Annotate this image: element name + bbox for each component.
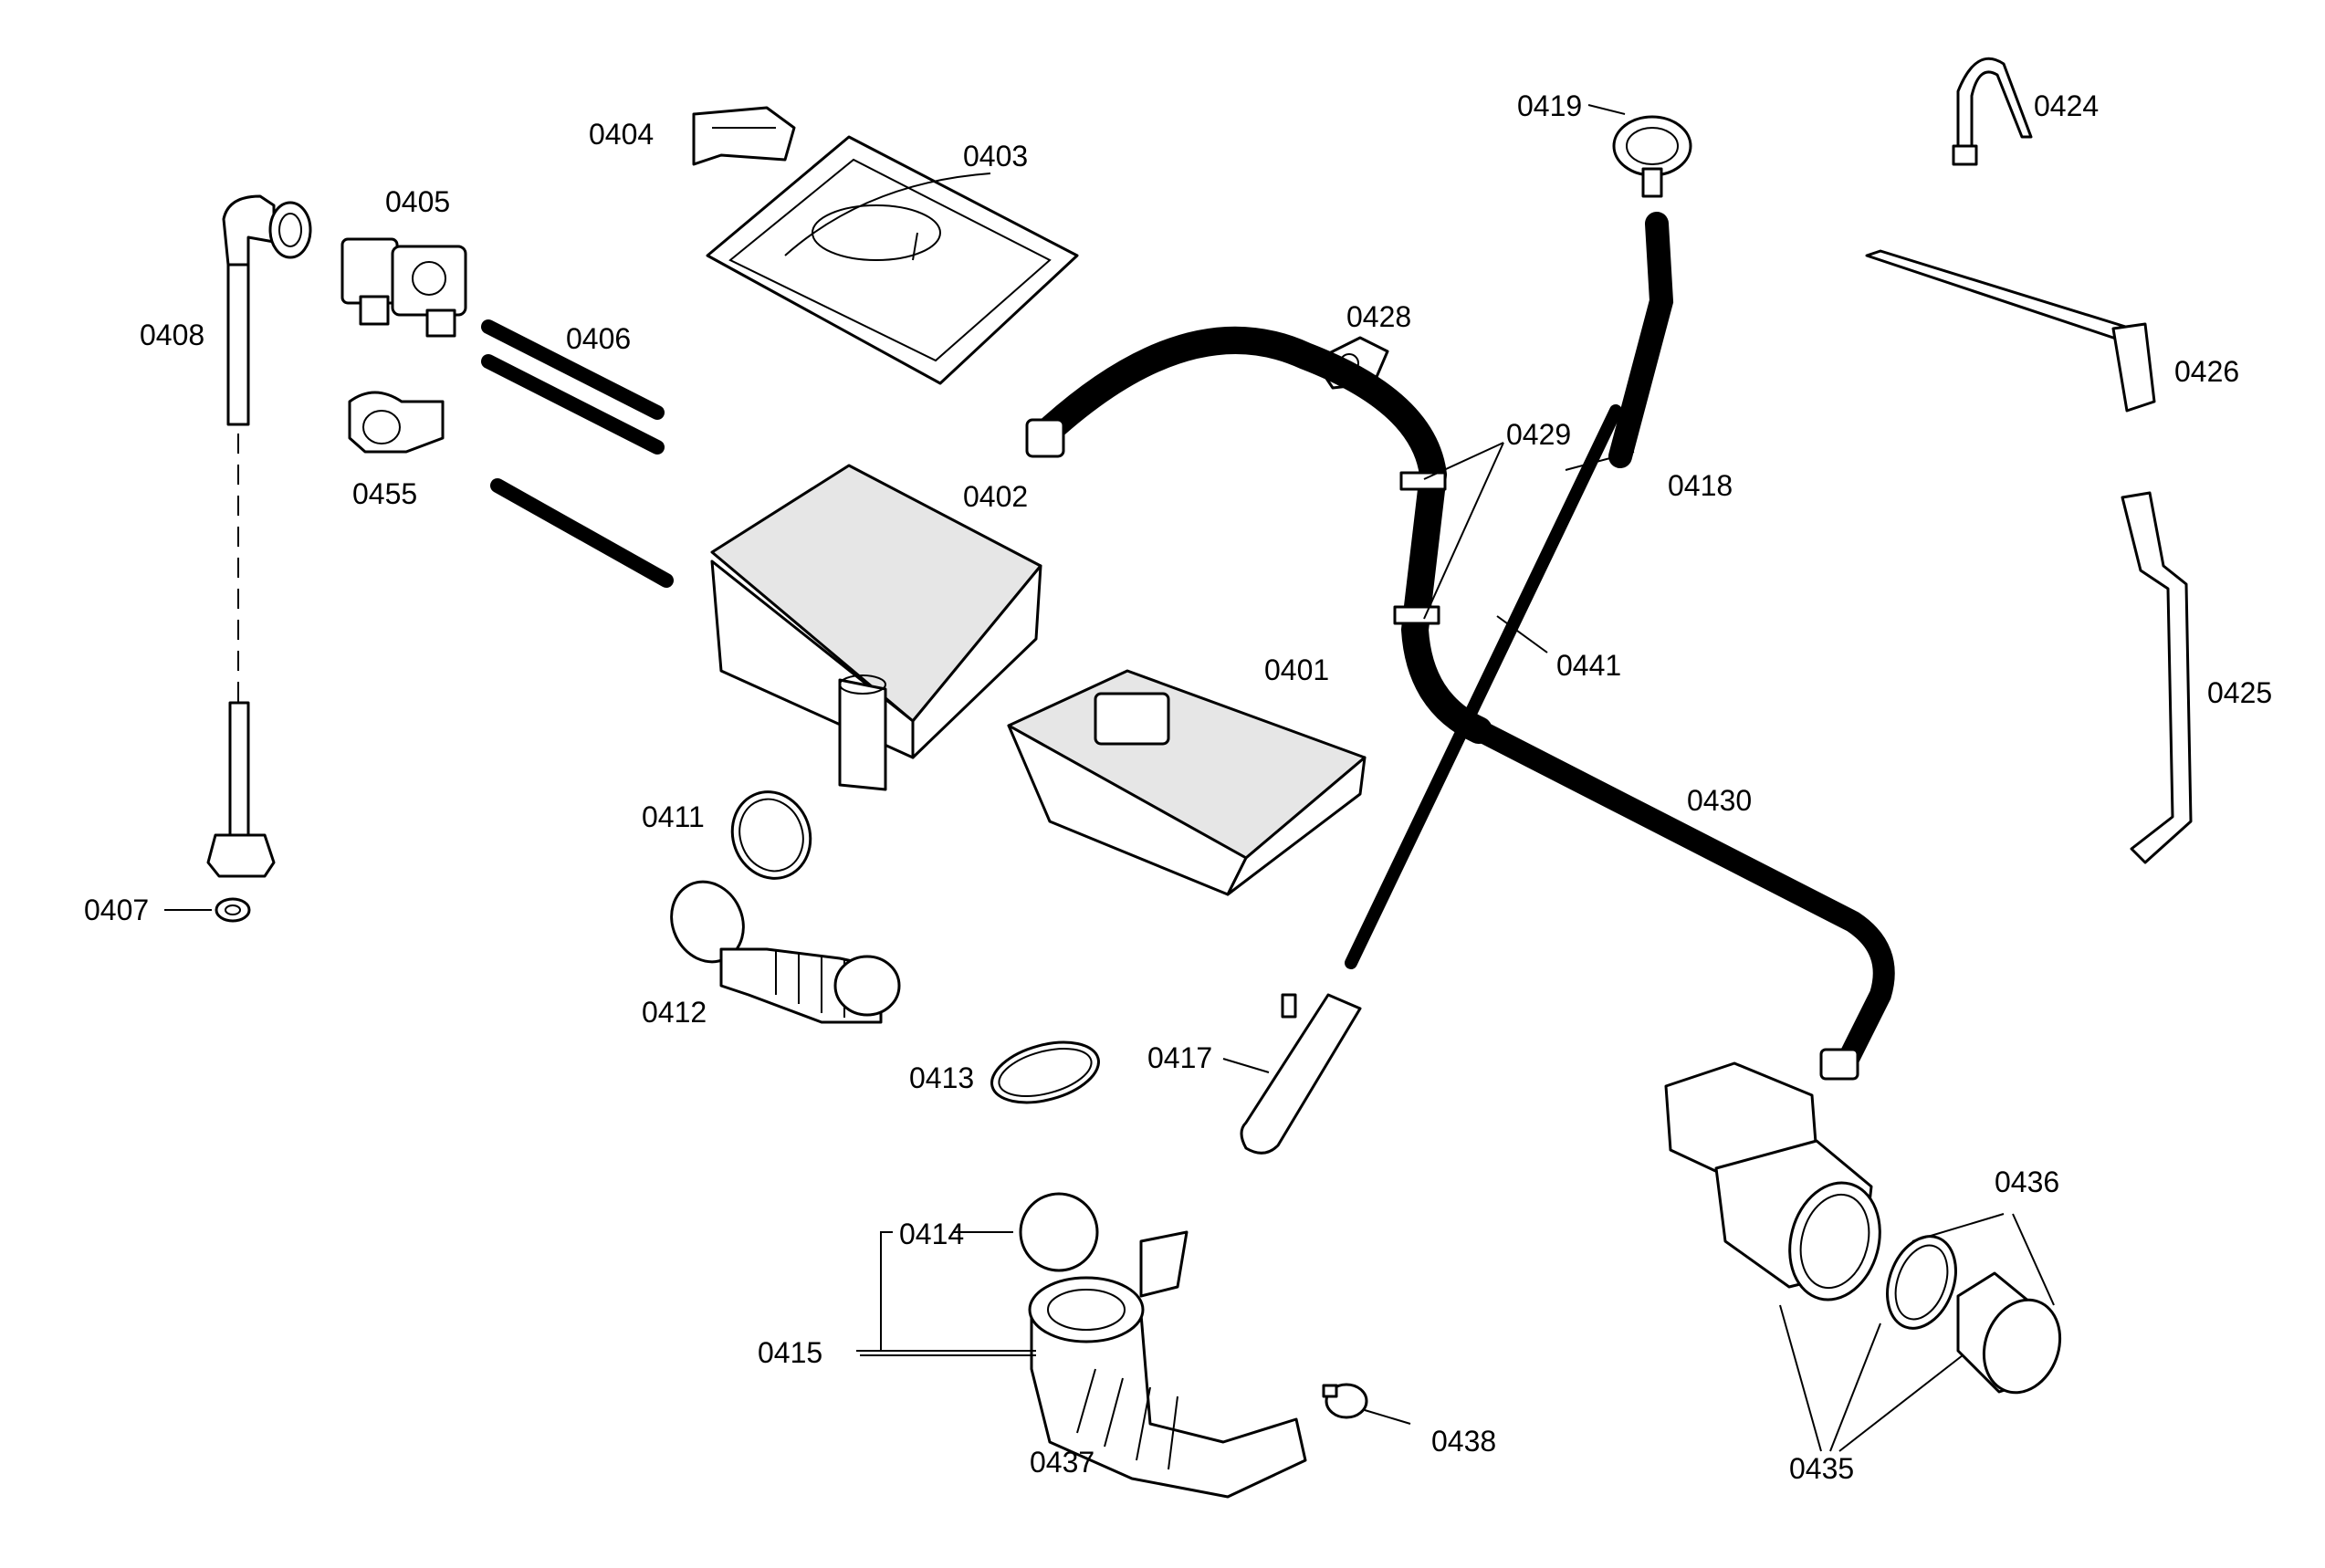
part-0414-ball[interactable] bbox=[1019, 1192, 1099, 1272]
label-0418: 0418 bbox=[1668, 469, 1733, 502]
part-0404-clip[interactable] bbox=[692, 106, 796, 166]
leader-lines bbox=[856, 104, 2055, 1452]
part-0408-hose-elbow[interactable] bbox=[222, 194, 312, 703]
part-0426-rail[interactable] bbox=[1865, 249, 2156, 413]
part-0401-detergent-drawer[interactable] bbox=[1007, 669, 1367, 896]
label-0429: 0429 bbox=[1506, 418, 1571, 451]
label-0413: 0413 bbox=[909, 1061, 974, 1094]
part-0425-rail[interactable] bbox=[2121, 491, 2193, 864]
label-0436: 0436 bbox=[1995, 1166, 2059, 1198]
part-0402-dispenser-housing[interactable] bbox=[710, 464, 1042, 791]
part-0403-top-cover[interactable] bbox=[706, 135, 1079, 385]
part-0441-pressure-tube[interactable] bbox=[1345, 404, 1622, 969]
part-0407-hose-connector[interactable] bbox=[206, 701, 276, 923]
part-0438-hose-clamp[interactable] bbox=[1322, 1383, 1368, 1419]
part-0413-seal-ring[interactable] bbox=[985, 1031, 1105, 1113]
label-0419: 0419 bbox=[1517, 89, 1582, 122]
label-0414: 0414 bbox=[899, 1218, 964, 1250]
part-0419-pressure-switch[interactable] bbox=[1612, 115, 1692, 198]
part-0424-bracket[interactable] bbox=[1952, 57, 2033, 166]
label-0405: 0405 bbox=[385, 185, 450, 218]
part-0418-hose[interactable] bbox=[1608, 212, 1674, 468]
label-0415: 0415 bbox=[758, 1336, 822, 1369]
part-labels: 0404 0403 0405 0408 0406 0455 0402 0401 … bbox=[84, 89, 2272, 1485]
part-0412-bellows[interactable] bbox=[659, 870, 901, 1024]
label-0407: 0407 bbox=[84, 894, 149, 926]
label-0411: 0411 bbox=[642, 800, 705, 833]
part-0411-seal-ring[interactable] bbox=[720, 781, 822, 890]
label-0417: 0417 bbox=[1147, 1041, 1212, 1074]
label-0455: 0455 bbox=[352, 477, 417, 510]
label-0438: 0438 bbox=[1431, 1425, 1496, 1458]
label-0424: 0424 bbox=[2034, 89, 2099, 122]
label-0401: 0401 bbox=[1264, 653, 1329, 686]
label-0403: 0403 bbox=[963, 140, 1028, 172]
part-0436-filter[interactable] bbox=[1875, 1227, 2072, 1403]
part-0455-valve[interactable] bbox=[348, 391, 445, 454]
label-0426: 0426 bbox=[2174, 355, 2239, 388]
part-0405-inlet-valve[interactable] bbox=[340, 237, 467, 338]
label-0428: 0428 bbox=[1346, 300, 1411, 333]
label-0437: 0437 bbox=[1030, 1446, 1094, 1479]
part-0406-tubes[interactable] bbox=[481, 319, 674, 588]
part-0415-sump-hose[interactable] bbox=[1028, 1230, 1307, 1499]
label-0430: 0430 bbox=[1687, 784, 1752, 817]
label-0406: 0406 bbox=[566, 322, 631, 355]
part-0417-heating-element[interactable] bbox=[1240, 993, 1362, 1155]
label-0435: 0435 bbox=[1789, 1452, 1854, 1485]
label-0402: 0402 bbox=[963, 480, 1028, 513]
label-0425: 0425 bbox=[2207, 676, 2272, 709]
label-0408: 0408 bbox=[140, 319, 204, 351]
part-0430-drain-hose[interactable] bbox=[1468, 719, 1895, 1081]
label-0404: 0404 bbox=[589, 118, 654, 151]
part-0435-drain-pump[interactable] bbox=[1664, 1061, 1892, 1310]
label-0412: 0412 bbox=[642, 996, 707, 1029]
label-0441: 0441 bbox=[1556, 649, 1621, 682]
part-0429-hose-clips[interactable] bbox=[1025, 326, 1492, 744]
